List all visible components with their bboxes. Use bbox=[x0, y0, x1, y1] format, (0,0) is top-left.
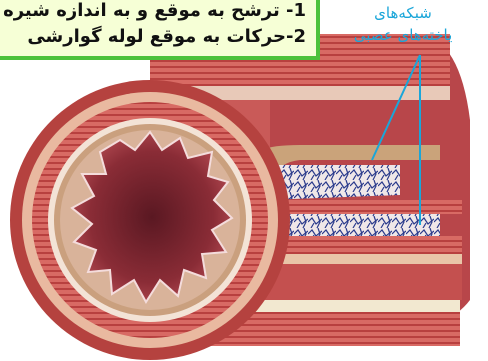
caption-line-2: 2-حرکات به موقع لوله گوارشی bbox=[2, 24, 306, 50]
label-line-2: یاخته‌های عصبی bbox=[328, 24, 478, 46]
caption-box: 1- ترشح به موقع و به اندازه شیره 2-حرکات… bbox=[0, 0, 320, 60]
caption-line-1: 1- ترشح به موقع و به اندازه شیره bbox=[2, 0, 306, 24]
cross-section bbox=[10, 80, 290, 360]
nerve-network-label: شبکه‌های یاخته‌های عصبی bbox=[328, 2, 478, 46]
label-line-1: شبکه‌های bbox=[328, 2, 478, 24]
